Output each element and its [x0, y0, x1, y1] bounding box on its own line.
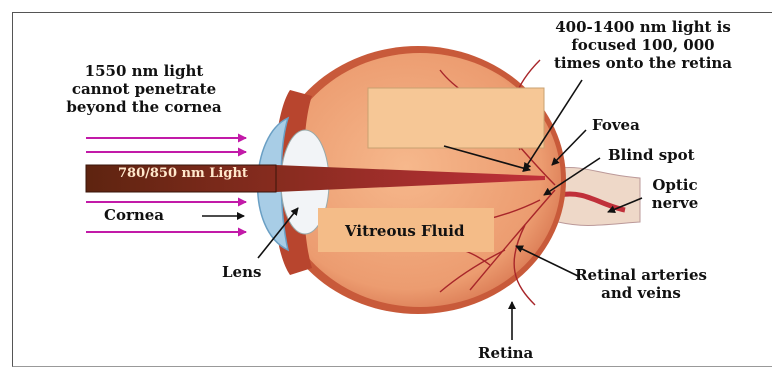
label-retina: Retina	[478, 344, 533, 362]
label-retinal-vessels-line: and veins	[566, 284, 716, 302]
label-retinal-vessels-line: Retinal arteries	[566, 266, 716, 284]
label-400-1400nm-line: 400-1400 nm light is	[528, 18, 758, 36]
label-vitreous-fluid: Vitreous Fluid	[345, 222, 464, 240]
label-400-1400nm: 400-1400 nm light is focused 100, 000 ti…	[528, 18, 758, 72]
label-400-1400nm-line: times onto the retina	[528, 54, 758, 72]
label-fovea: Fovea	[592, 116, 640, 134]
label-400-1400nm-line: focused 100, 000	[528, 36, 758, 54]
label-optic-nerve: Optic nerve	[640, 176, 710, 212]
label-optic-nerve-line: Optic	[640, 176, 710, 194]
label-optic-nerve-line: nerve	[640, 194, 710, 212]
label-1550nm-line: beyond the cornea	[44, 98, 244, 116]
label-retinal-vessels: Retinal arteries and veins	[566, 266, 716, 302]
label-1550nm-line: cannot penetrate	[44, 80, 244, 98]
blank-label-box	[368, 88, 544, 148]
label-1550nm: 1550 nm light cannot penetrate beyond th…	[44, 62, 244, 116]
label-1550nm-line: 1550 nm light	[44, 62, 244, 80]
beam-label: 780/850 nm Light	[118, 166, 248, 181]
label-cornea: Cornea	[104, 206, 164, 224]
label-blind-spot: Blind spot	[608, 146, 695, 164]
label-lens: Lens	[222, 263, 261, 281]
